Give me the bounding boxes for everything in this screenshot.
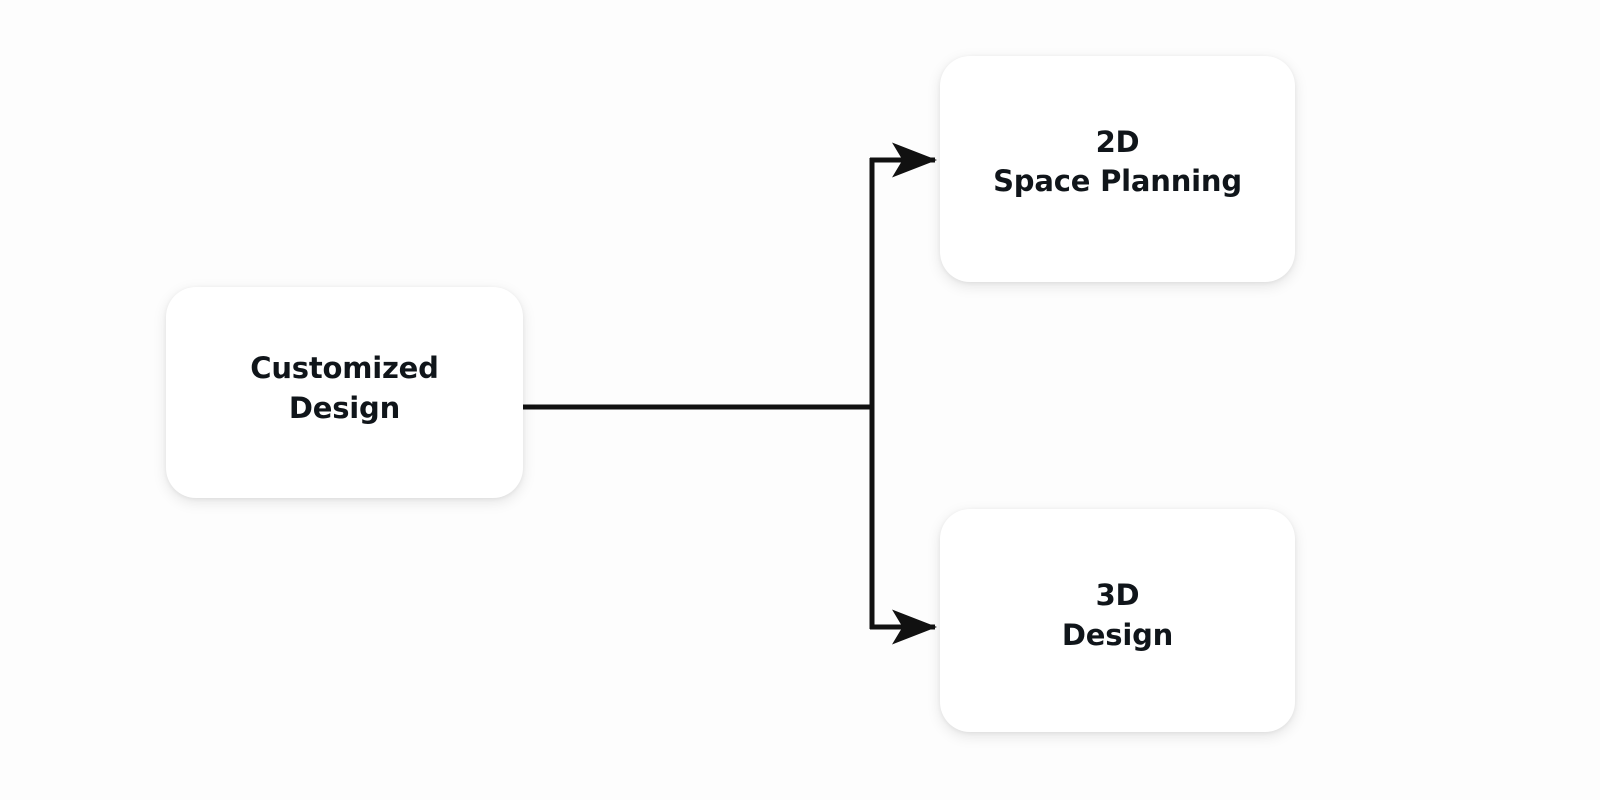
node-2d-space-planning-label: 2D Space Planning	[993, 124, 1242, 198]
node-customized-design[interactable]: Customized Design	[166, 287, 523, 498]
node-3d-design-label: 3D Design	[1061, 578, 1174, 652]
node-customized-design-label: Customized Design	[250, 351, 439, 425]
node-2d-space-planning[interactable]: 2D Space Planning	[940, 56, 1295, 282]
node-3d-design[interactable]: 3D Design	[940, 509, 1295, 732]
